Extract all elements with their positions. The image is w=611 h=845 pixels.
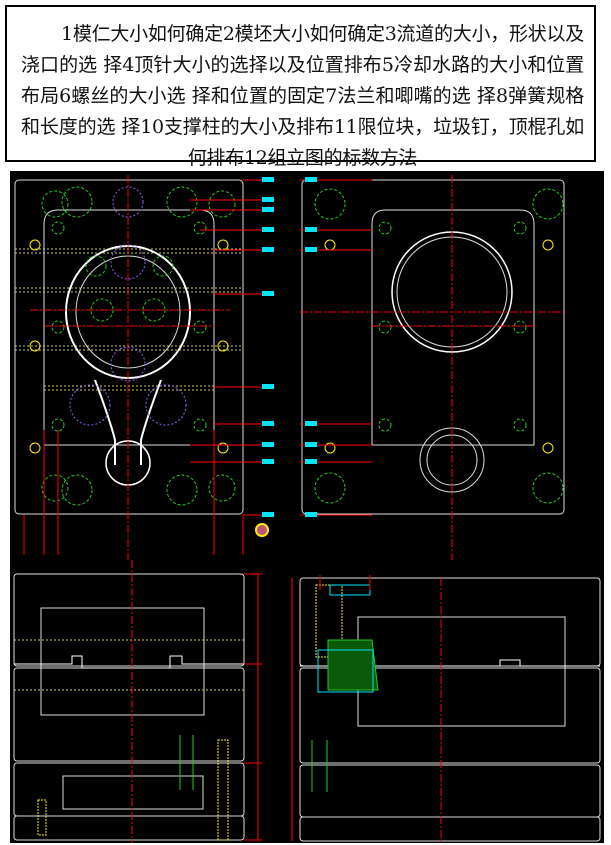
cavity-plate-plan-view xyxy=(300,175,566,560)
cad-svg xyxy=(13,175,601,843)
intro-textbox: 1模仁大小如何确定2模坯大小如何确定3流道的大小，形状以及浇口的选 择4顶针大小… xyxy=(5,5,596,169)
core-plate-plan-view xyxy=(14,175,275,560)
section-right-view xyxy=(291,575,601,843)
section-left-view xyxy=(13,560,262,843)
mold-cad-drawing xyxy=(10,171,604,843)
intro-paragraph: 1模仁大小如何确定2模坯大小如何确定3流道的大小，形状以及浇口的选 择4顶针大小… xyxy=(21,23,584,169)
